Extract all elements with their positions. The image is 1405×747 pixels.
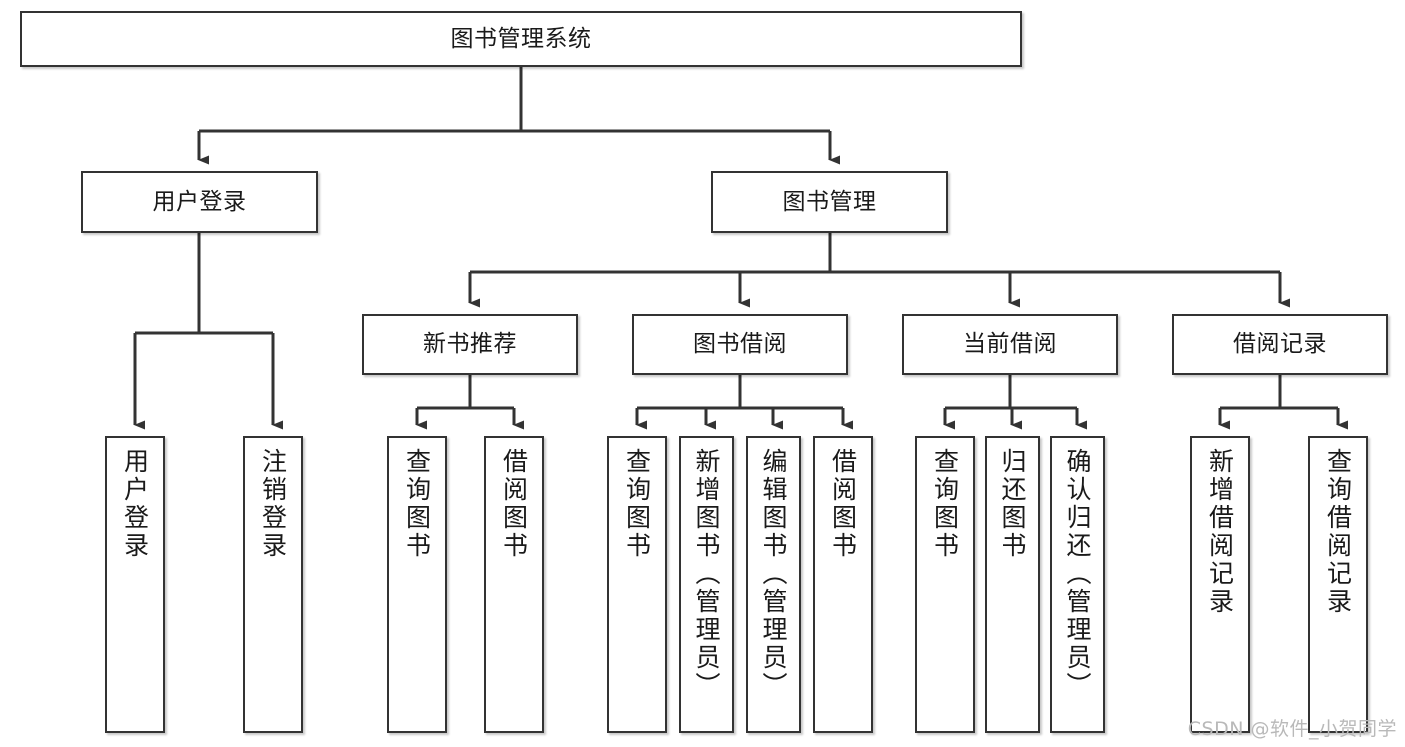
node-leaf-add-book-label: 新增图书（管理员）	[692, 448, 721, 700]
node-leaf-query-book-borrow-label: 查询图书	[622, 448, 652, 560]
node-book-borrow[interactable]: 图书借阅	[632, 314, 848, 375]
node-leaf-borrow-book-rec-label: 借阅图书	[499, 448, 529, 560]
node-leaf-edit-book-label: 编辑图书（管理员）	[759, 448, 788, 700]
node-root[interactable]: 图书管理系统	[20, 11, 1022, 67]
node-new-book-rec[interactable]: 新书推荐	[362, 314, 578, 375]
node-leaf-borrow-book-label: 借阅图书	[828, 448, 858, 560]
node-leaf-user-logout[interactable]: 注销登录	[243, 436, 303, 733]
node-leaf-query-record-label: 查询借阅记录	[1323, 448, 1353, 616]
node-leaf-add-record-label: 新增借阅记录	[1205, 448, 1235, 616]
node-borrow-record[interactable]: 借阅记录	[1172, 314, 1388, 375]
node-book-manage-label: 图书管理	[782, 188, 877, 215]
node-new-book-rec-label: 新书推荐	[423, 331, 517, 358]
node-leaf-query-record[interactable]: 查询借阅记录	[1308, 436, 1368, 733]
node-leaf-query-book-cur-label: 查询图书	[930, 448, 960, 560]
node-current-borrow-label: 当前借阅	[963, 331, 1057, 358]
csdn-watermark: CSDN @软件_小贺同学	[1187, 718, 1397, 740]
node-leaf-query-book-cur[interactable]: 查询图书	[915, 436, 975, 733]
node-current-borrow[interactable]: 当前借阅	[902, 314, 1118, 375]
node-leaf-borrow-book[interactable]: 借阅图书	[813, 436, 873, 733]
node-leaf-query-book-borrow[interactable]: 查询图书	[607, 436, 667, 733]
node-leaf-user-login-label: 用户登录	[120, 448, 150, 560]
node-book-borrow-label: 图书借阅	[693, 331, 787, 358]
node-root-label: 图书管理系统	[450, 25, 592, 52]
node-leaf-add-record[interactable]: 新增借阅记录	[1190, 436, 1250, 733]
node-book-manage[interactable]: 图书管理	[711, 171, 948, 233]
node-leaf-query-book-rec-label: 查询图书	[402, 448, 432, 560]
node-leaf-confirm-return[interactable]: 确认归还（管理员）	[1050, 436, 1105, 733]
node-leaf-query-book-rec[interactable]: 查询图书	[387, 436, 447, 733]
node-leaf-add-book[interactable]: 新增图书（管理员）	[679, 436, 734, 733]
node-user-login[interactable]: 用户登录	[81, 171, 318, 233]
node-leaf-return-book-label: 归还图书	[998, 448, 1027, 560]
node-leaf-confirm-return-label: 确认归还（管理员）	[1063, 448, 1092, 700]
node-leaf-borrow-book-rec[interactable]: 借阅图书	[484, 436, 544, 733]
node-leaf-return-book[interactable]: 归还图书	[985, 436, 1040, 733]
node-user-login-label: 用户登录	[152, 188, 247, 215]
node-leaf-user-logout-label: 注销登录	[258, 448, 288, 560]
node-borrow-record-label: 借阅记录	[1233, 331, 1327, 358]
node-leaf-edit-book[interactable]: 编辑图书（管理员）	[746, 436, 801, 733]
node-leaf-user-login[interactable]: 用户登录	[105, 436, 165, 733]
